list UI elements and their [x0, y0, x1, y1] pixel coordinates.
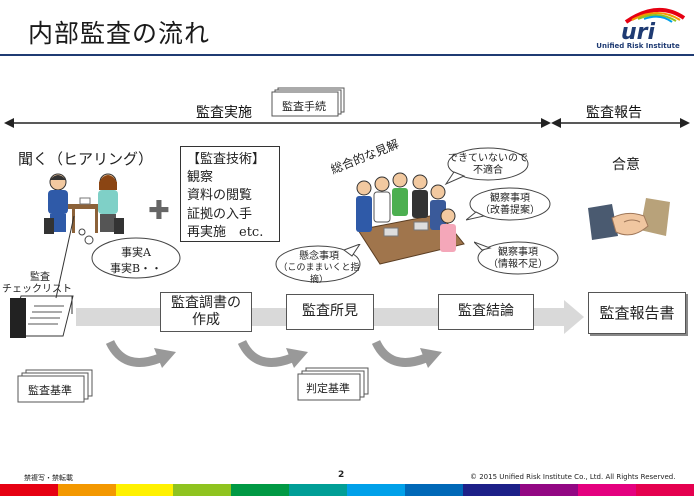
logo-mark: uri — [620, 20, 656, 45]
callout-concern-line1: 懸念事項 — [299, 251, 339, 262]
footer-stripe — [520, 484, 579, 496]
meeting-group-icon — [356, 172, 465, 265]
footer-stripe — [404, 484, 463, 496]
callout-bubble-cannot — [444, 147, 529, 186]
agreement-label: 合意 — [612, 157, 640, 173]
phase-arrows — [4, 118, 690, 128]
company-logo: uri Unified Risk Institute — [588, 6, 688, 52]
checklist-label-2: チェックリスト — [2, 284, 72, 295]
callout-observation2-line1: 観察事項 — [498, 247, 538, 258]
checklist-label-1: 監査 — [30, 272, 50, 283]
page-number: 2 — [338, 470, 345, 480]
thought-bubble-icon — [78, 228, 181, 279]
footer-stripe — [231, 484, 290, 496]
audit-techniques-box: 【監査技術】 観察 資料の閲覧 証拠の入手 再実施 etc. — [180, 146, 280, 242]
technique-item: 資料の閲覧 — [187, 188, 253, 204]
process-step-report: 監査報告書 — [588, 292, 686, 334]
cycle-arrow-icon — [371, 339, 442, 368]
techniques-heading: 【監査技術】 — [187, 152, 266, 167]
callout-bubble-observation-improve — [466, 187, 551, 221]
title-rule — [0, 54, 694, 56]
footer-stripe — [115, 484, 174, 496]
phase-label-reporting: 監査報告 — [586, 105, 642, 121]
callout-bubble-observation-info — [474, 241, 559, 275]
callout-observation1-line1: 観察事項 — [490, 193, 530, 204]
step1-line1: 監査調書の — [171, 294, 241, 311]
copyright: © 2015 Unified Risk Institute Co., Ltd. … — [470, 473, 676, 481]
process-step-findings: 監査所見 — [286, 294, 374, 330]
step1-line2: 作成 — [192, 312, 220, 328]
people-hearing-icon — [44, 173, 124, 234]
process-step-workpaper: 監査調書の 作成 — [160, 292, 252, 332]
callout-cannot-line2: 不適合 — [473, 165, 503, 176]
cycle-arrow-icon — [237, 339, 308, 368]
footer-color-stripes — [0, 484, 694, 496]
logo-subtitle: Unified Risk Institute — [596, 42, 680, 50]
footer-stripe — [462, 484, 521, 496]
callout-bubble-concern — [275, 244, 361, 283]
footer-stripe — [289, 484, 347, 496]
footer-stripe — [346, 484, 405, 496]
confidential-label: 禁複写・禁転載 — [24, 474, 73, 482]
document-stack-icon — [17, 369, 93, 403]
callout-observation2-line2: （情報不足） — [488, 259, 548, 270]
top-doc-label: 監査手続 — [282, 100, 326, 113]
document-stack-icon — [297, 367, 369, 401]
footer-stripe — [57, 484, 116, 496]
facts-line-b: 事実B・・ — [109, 262, 163, 275]
callout-concern-line2: （このままいくと指摘） — [278, 263, 360, 285]
checklist-pointer — [55, 215, 75, 299]
footer-stripe — [578, 484, 637, 496]
logo-swoosh-icon — [624, 7, 686, 24]
technique-item: 証拠の入手 — [187, 206, 253, 222]
footer-stripe — [173, 484, 232, 496]
callout-cannot-line1: できていないので — [448, 153, 528, 164]
technique-item: 再実施 etc. — [187, 224, 264, 240]
footer-stripe — [0, 484, 58, 496]
phase-label-execution: 監査実施 — [196, 105, 252, 121]
document-stack-icon — [271, 87, 345, 117]
footer-stripe — [636, 484, 694, 496]
page-title: 内部監査の流れ — [28, 19, 211, 48]
technique-item: 観察 — [187, 170, 214, 186]
process-step-conclusion: 監査結論 — [438, 294, 534, 330]
hearing-title: 聞く（ヒアリング） — [18, 150, 154, 168]
facts-line-a: 事実A — [121, 246, 151, 259]
plus-icon: ✚ — [148, 196, 170, 226]
judgment-doc-label: 判定基準 — [306, 382, 350, 395]
callout-observation1-line2: （改善提案） — [480, 205, 540, 216]
criteria-doc-label: 監査基準 — [28, 384, 72, 397]
checklist-document-icon — [10, 295, 74, 338]
handshake-icon — [588, 198, 670, 240]
cycle-arrow-icon — [105, 339, 176, 368]
